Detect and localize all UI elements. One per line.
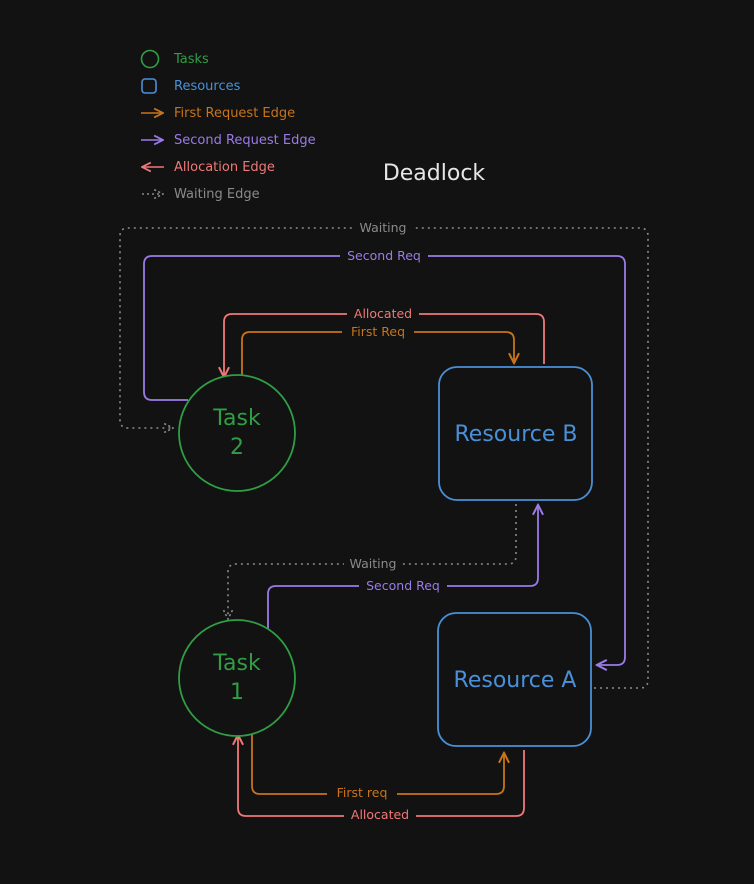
legend-label-waiting: Waiting Edge bbox=[174, 187, 260, 202]
legend-label-tasks: Tasks bbox=[173, 52, 209, 67]
resource-b-node[interactable]: Resource B bbox=[438, 366, 593, 501]
legend-label-first-request: First Request Edge bbox=[174, 106, 295, 121]
label-bg bbox=[342, 323, 414, 341]
label-bg bbox=[347, 305, 419, 323]
edge-label-waiting-top: Waiting bbox=[360, 220, 407, 235]
task-2-circle bbox=[178, 374, 296, 492]
edge-label-second-req-mid: Second Req bbox=[366, 578, 440, 593]
label-bg bbox=[327, 784, 397, 802]
allocation-edge-bottom bbox=[238, 736, 525, 817]
waiting-edge-mid bbox=[228, 504, 517, 618]
waiting-edge-top bbox=[119, 227, 649, 689]
resource-a-box bbox=[437, 612, 592, 747]
resource-a-node[interactable]: Resource A bbox=[437, 612, 592, 747]
edge-label-first-req-top: First Req bbox=[351, 324, 405, 339]
edge-label-second-req-top: Second Req bbox=[347, 248, 421, 263]
resource-b-label: Resource B bbox=[455, 422, 578, 447]
edge-label-allocated-bottom: Allocated bbox=[351, 807, 409, 822]
edge-label-first-req-bottom: First req bbox=[337, 785, 388, 800]
edge-label-waiting-mid: Waiting bbox=[350, 556, 397, 571]
task-2-label-line2: 2 bbox=[230, 435, 244, 460]
legend-label-second-request: Second Request Edge bbox=[174, 133, 316, 148]
task-2-label-line1: Task bbox=[212, 406, 261, 431]
resource-b-box bbox=[438, 366, 593, 501]
legend-label-resources: Resources bbox=[174, 79, 241, 94]
legend-label-allocation: Allocation Edge bbox=[174, 160, 275, 175]
label-bg bbox=[344, 806, 416, 824]
diagram-title: Deadlock bbox=[383, 161, 486, 186]
label-bg bbox=[354, 219, 412, 237]
second-request-edge-mid bbox=[267, 506, 538, 630]
task-1-label-line2: 1 bbox=[230, 680, 244, 705]
edge-label-allocated-top: Allocated bbox=[354, 306, 412, 321]
square-icon bbox=[141, 78, 157, 94]
resource-a-label: Resource A bbox=[454, 668, 577, 693]
task-1-circle bbox=[178, 619, 296, 737]
circle-icon bbox=[140, 49, 160, 69]
label-bg bbox=[344, 555, 402, 573]
label-bg bbox=[340, 247, 428, 265]
label-bg bbox=[359, 577, 447, 595]
task-2-node[interactable]: Task 2 bbox=[178, 374, 296, 492]
task-1-label-line1: Task bbox=[212, 651, 261, 676]
task-1-node[interactable]: Task 1 bbox=[178, 619, 296, 737]
legend: Tasks Resources First Request Edge Secon… bbox=[140, 49, 316, 203]
